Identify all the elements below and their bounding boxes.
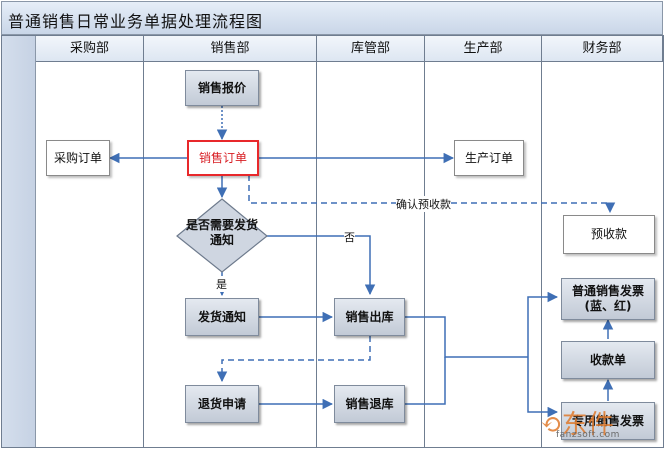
watermark-url: fanzsoft.com bbox=[556, 430, 620, 440]
lane-divider bbox=[143, 62, 144, 448]
watermark-mark: ⟲东 bbox=[540, 409, 588, 440]
node-purchase-order: 采购订单 bbox=[46, 140, 110, 176]
edge-to-special-invoice bbox=[527, 357, 559, 418]
decision-label: 是否需要发货通知 bbox=[186, 218, 259, 247]
lane-divider bbox=[424, 62, 425, 448]
node-special-invoice: 专用销售发票 bbox=[561, 402, 655, 440]
node-receipt-note: 收款单 bbox=[561, 341, 655, 379]
decision-diamond bbox=[176, 198, 268, 273]
side-strip bbox=[1, 35, 36, 448]
node-sales-quote: 销售报价 bbox=[185, 70, 259, 106]
node-production-order: 生产订单 bbox=[454, 140, 524, 176]
node-return-request: 退货申请 bbox=[185, 385, 259, 423]
lane-header-sales: 销售部 bbox=[144, 36, 317, 62]
lane-header-purchasing: 采购部 bbox=[36, 36, 144, 62]
edge-label-yes: 是 bbox=[216, 276, 227, 292]
edge-salesreturn-to-finance bbox=[405, 357, 446, 405]
lane-header-finance: 财务部 bbox=[542, 36, 663, 62]
node-sales-order: 销售订单 bbox=[187, 140, 259, 176]
edge-decision-no bbox=[266, 235, 376, 296]
edge-order-to-advance bbox=[248, 175, 616, 214]
node-advance-receipt: 预收款 bbox=[563, 215, 655, 254]
normal-invoice-line2: (蓝、红) bbox=[584, 299, 632, 313]
normal-invoice-line1: 普通销售发票 bbox=[571, 284, 644, 298]
node-normal-invoice: 普通销售发票 (蓝、红) bbox=[561, 278, 655, 320]
lane-divider bbox=[541, 62, 542, 448]
watermark-text: 件 bbox=[587, 409, 614, 440]
edge-outbound-to-return bbox=[216, 336, 371, 383]
edge-to-normal-invoice bbox=[527, 291, 559, 357]
edge-label-no: 否 bbox=[344, 229, 355, 245]
title-bar: 普通销售日常业务单据处理流程图 bbox=[1, 1, 663, 35]
edge-outbound-to-finance bbox=[405, 316, 528, 358]
edge-label-confirm-advance: 确认预收款 bbox=[396, 196, 451, 212]
lane-header-warehouse: 库管部 bbox=[317, 36, 425, 62]
watermark-logo: ⟲东 件 fanzsoft.com bbox=[540, 400, 658, 444]
node-sales-return: 销售退库 bbox=[334, 385, 405, 423]
page-title: 普通销售日常业务单据处理流程图 bbox=[8, 12, 264, 31]
lane-divider bbox=[316, 62, 317, 448]
node-sales-outbound: 销售出库 bbox=[334, 298, 405, 336]
node-delivery-notice: 发货通知 bbox=[185, 298, 259, 336]
lane-header-production: 生产部 bbox=[425, 36, 542, 62]
